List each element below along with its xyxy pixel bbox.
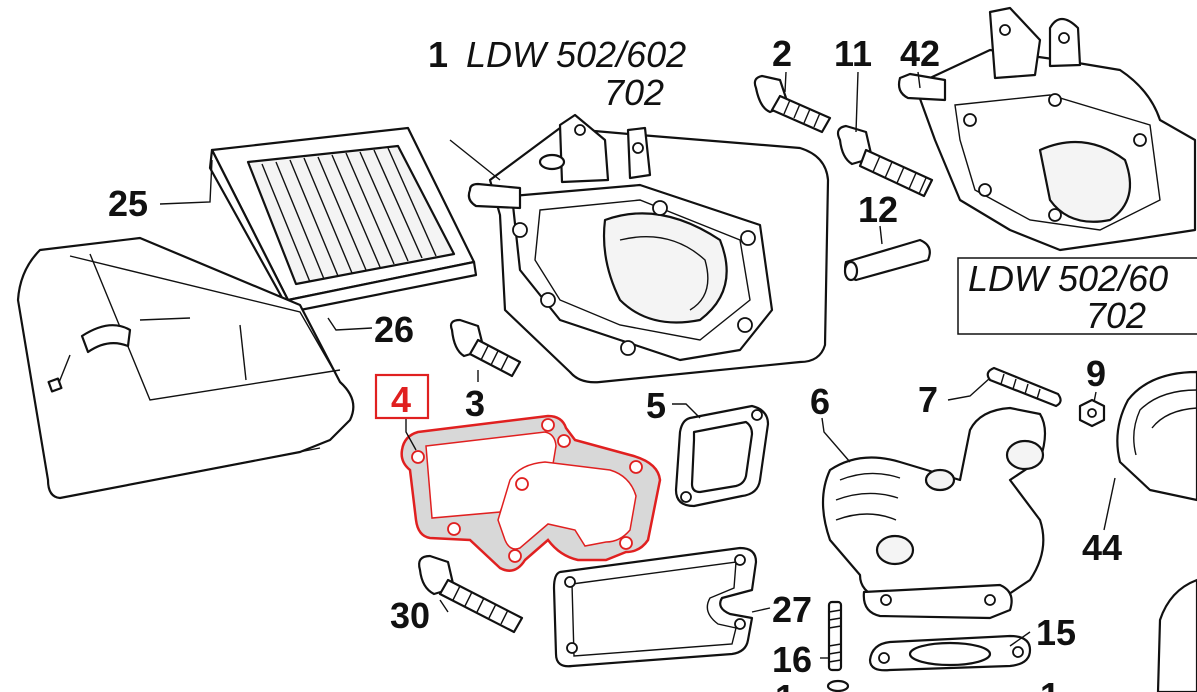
callout-26[interactable]: 26: [374, 309, 414, 350]
callout-27[interactable]: 27: [772, 589, 812, 630]
bolt-11-part[interactable]: [836, 124, 934, 198]
model-text-right-line2: 702: [1086, 295, 1146, 336]
callout-16[interactable]: 16: [772, 639, 812, 680]
intake-manifold-part[interactable]: [467, 113, 830, 384]
gasket-plate-part[interactable]: [552, 546, 758, 668]
callout-44[interactable]: 44: [1082, 527, 1122, 568]
callout-42[interactable]: 42: [900, 33, 940, 74]
callout-9[interactable]: 9: [1086, 353, 1106, 394]
manifold-partial-bottom-right: [1156, 578, 1197, 692]
model-text-right-line1: LDW 502/60: [968, 258, 1168, 299]
stud-7-part[interactable]: [986, 366, 1062, 408]
air-filter-element-part[interactable]: [208, 126, 478, 314]
callout-5[interactable]: 5: [646, 385, 666, 426]
manifold-part-44[interactable]: [1116, 370, 1197, 502]
callout-30[interactable]: 30: [390, 595, 430, 636]
intake-manifold-variant-part[interactable]: [897, 6, 1197, 252]
callout-1[interactable]: 1: [428, 34, 448, 75]
callout-2[interactable]: 2: [772, 33, 792, 74]
bolt-30-part[interactable]: [418, 554, 524, 634]
leader-lines: [159, 71, 1116, 659]
model-text-top-line2: 702: [604, 72, 664, 113]
callout-11[interactable]: 11: [834, 33, 872, 74]
stud-16-part[interactable]: [827, 600, 843, 672]
exhaust-manifold-part[interactable]: [821, 406, 1047, 620]
callout-25[interactable]: 25: [108, 183, 148, 224]
bolt-3-part[interactable]: [449, 318, 522, 378]
callout-3[interactable]: 3: [465, 383, 485, 424]
intake-gasket-part-highlighted[interactable]: [400, 414, 662, 572]
nut-9-part[interactable]: [1078, 398, 1106, 428]
cropped-callout-bottom-2: 1: [1040, 675, 1060, 692]
callout-12[interactable]: 12: [858, 189, 898, 230]
cropped-callout-bottom-1: 1: [775, 677, 795, 692]
bolt-2-part[interactable]: [753, 74, 832, 134]
stud-12-part[interactable]: [843, 238, 931, 282]
callout-15[interactable]: 15: [1036, 612, 1076, 653]
small-gasket-part[interactable]: [674, 404, 770, 508]
callout-4-highlighted[interactable]: 4: [391, 379, 411, 420]
flange-gasket-part[interactable]: [868, 634, 1032, 672]
air-filter-housing-part[interactable]: [16, 236, 355, 500]
callout-7[interactable]: 7: [918, 379, 938, 420]
model-text-top-line1: LDW 502/602: [466, 34, 686, 75]
highlight-box-part-4: [374, 373, 430, 420]
callout-6[interactable]: 6: [810, 381, 830, 422]
washer-partial: [826, 679, 850, 692]
model-note-box: [957, 257, 1197, 335]
